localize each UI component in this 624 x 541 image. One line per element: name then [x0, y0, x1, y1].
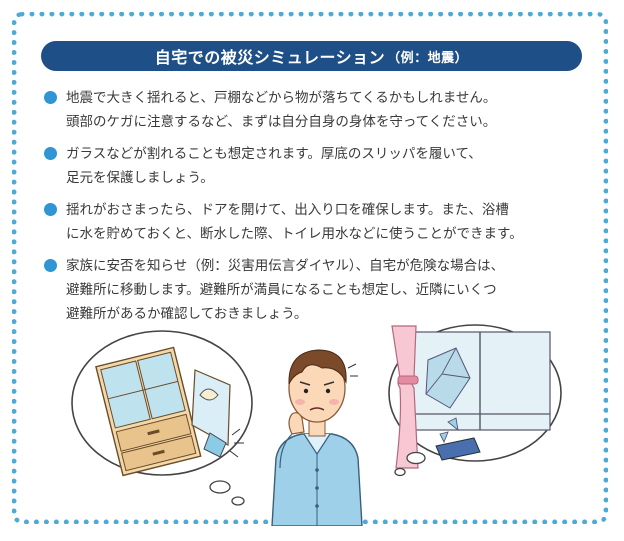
title-banner: 自宅での被災シミュレーション （例：地震） [41, 41, 582, 71]
bullet-1-line-2: 頭部のケガに注意するなど、まずは自分自身の身体を守ってください。 [66, 114, 497, 130]
title-main: 自宅での被災シミュレーション [154, 48, 386, 67]
bullet-item-1: 地震で大きく揺れると、戸棚などから物が落ちてくるかもしれません。 頭部のケガに注… [44, 86, 594, 134]
bullet-3-line-2: に水を貯めておくと、断水した際、トイレ用水などに使うことができます。 [66, 226, 523, 242]
broken-window-illustration [388, 324, 562, 477]
bullet-4-line-1: 家族に安否を知らせ（例：災害用伝言ダイヤル）、自宅が危険な場合は、 [66, 258, 505, 274]
bullet-item-3: 揺れがおさまったら、ドアを開けて、出入り口を確保します。また、浴槽 に水を貯めて… [44, 198, 594, 246]
bullet-2-line-1: ガラスなどが割れることも想定されます。厚底のスリッパを履いて、 [66, 146, 482, 162]
bullet-item-4: 家族に安否を知らせ（例：災害用伝言ダイヤル）、自宅が危険な場合は、 避難所に移動… [44, 254, 594, 326]
bullet-dot-icon [44, 147, 57, 160]
bullet-dot-icon [44, 259, 57, 272]
falling-cabinet-illustration [71, 330, 253, 506]
bullet-dot-icon [44, 203, 57, 216]
bullet-dot-icon [44, 91, 57, 104]
bullet-4-line-2: 避難所に移動します。避難所が満員になることも想定し、近隣にいくつ [66, 282, 497, 298]
title-suffix: （例：地震） [387, 50, 469, 66]
worried-man-illustration [271, 349, 363, 526]
bullet-4-line-3: 避難所があるか確認しておきましょう。 [66, 306, 308, 322]
bullet-3-line-1: 揺れがおさまったら、ドアを開けて、出入り口を確保します。また、浴槽 [66, 202, 509, 218]
bullet-2-line-2: 足元を保護しましょう。 [66, 170, 214, 186]
bullet-1-line-1: 地震で大きく揺れると、戸棚などから物が落ちてくるかもしれません。 [66, 90, 497, 106]
bullet-list: 地震で大きく揺れると、戸棚などから物が落ちてくるかもしれません。 頭部のケガに注… [44, 86, 594, 334]
bullet-item-2: ガラスなどが割れることも想定されます。厚底のスリッパを履いて、 足元を保護しまし… [44, 142, 594, 190]
